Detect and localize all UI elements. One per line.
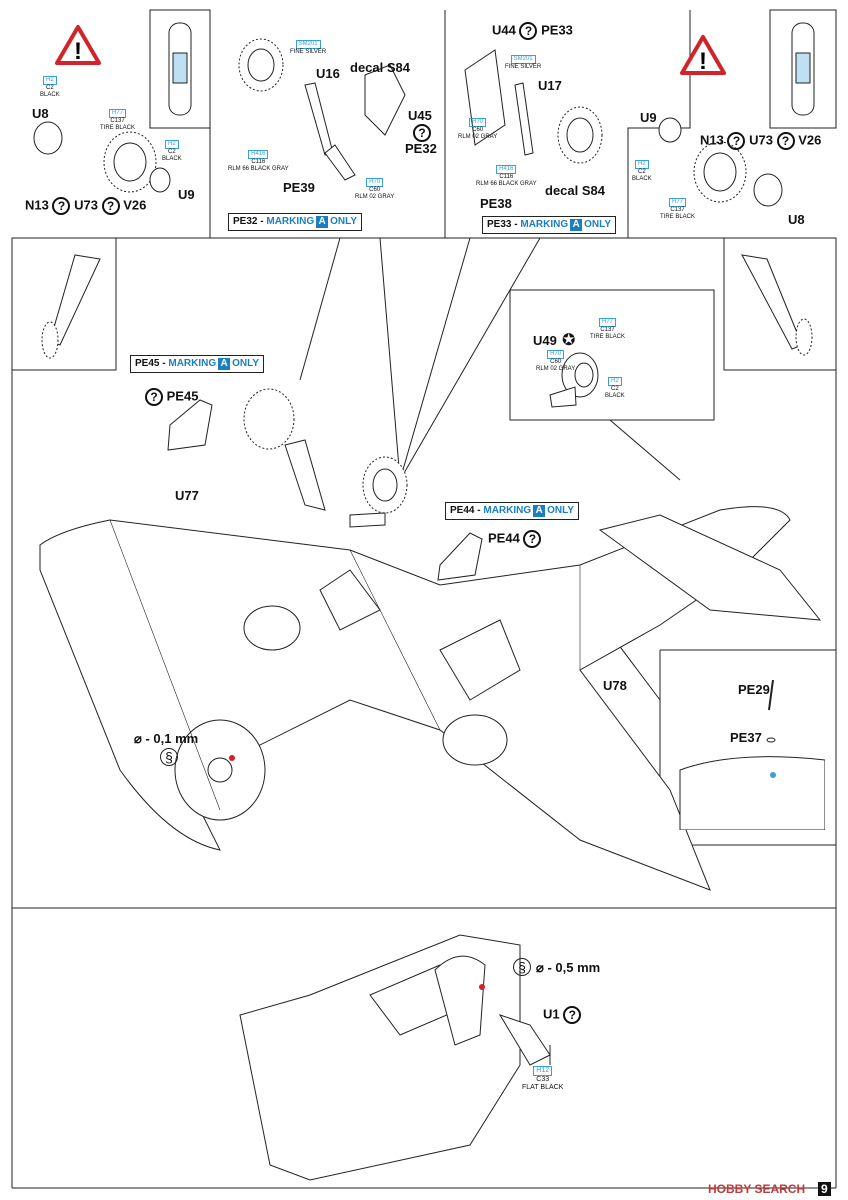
part-label: U17 — [538, 78, 562, 93]
part-label: N13 — [25, 197, 49, 213]
part-label: PE33 — [541, 22, 573, 38]
part-label: U1 — [543, 1006, 560, 1022]
gear-thumbnail-left — [41, 254, 101, 359]
part-label: PE32 — [405, 141, 437, 156]
part-label: U9 — [640, 110, 657, 125]
part-label: U8 — [788, 212, 805, 227]
question-mark-icon: ? — [101, 197, 120, 215]
aircraft-underside — [39, 506, 822, 891]
wheel-assembly-left — [33, 121, 171, 193]
part-label: PE39 — [283, 180, 315, 195]
part-label: decal S84 — [350, 60, 410, 75]
part-label-group: N13 ? U73 ? V26 — [700, 132, 821, 150]
part-label: U8 — [32, 106, 49, 121]
main-gear-right — [464, 49, 603, 164]
part-label: PE38 — [480, 196, 512, 211]
part-label-group: ? PE45 — [145, 388, 198, 406]
part-label-group: N13 ? U73 ? V26 — [25, 197, 146, 215]
part-label: U16 — [316, 66, 340, 81]
part-label: U49 — [533, 333, 557, 348]
main-gear-installed — [243, 388, 408, 528]
svg-text:!: ! — [699, 48, 707, 75]
part-label: U78 — [603, 678, 627, 693]
part-label: U73 — [74, 197, 98, 213]
cockpit-view — [239, 934, 551, 1181]
tail-wheel — [549, 352, 599, 408]
antenna-detail — [679, 680, 825, 830]
drill-icon: § — [513, 958, 531, 976]
question-mark-icon: ? — [52, 197, 71, 215]
part-label: U44 — [492, 22, 516, 38]
part-label: PE45 — [166, 388, 199, 404]
part-label: PE29 — [738, 682, 770, 697]
part-label: U45 — [408, 108, 432, 123]
pe44-plate — [437, 532, 483, 581]
watermark: HOBBY SEARCH — [708, 1182, 806, 1196]
svg-text:!: ! — [74, 38, 82, 65]
part-label: PE44 — [488, 530, 520, 546]
warning-icon: ! — [680, 35, 726, 75]
question-mark-icon: ? — [145, 388, 163, 406]
part-label: U73 — [749, 132, 773, 148]
part-label-group: PE44 ? — [488, 530, 542, 548]
part-label: PE37 — [730, 730, 762, 745]
part-label-group: U44 ? PE33 — [492, 22, 573, 40]
question-mark-icon: ? — [563, 1006, 582, 1024]
gear-thumbnail-right — [741, 254, 813, 356]
warning-icon: ! — [55, 25, 101, 65]
part-label-group: U1 ? — [543, 1006, 582, 1024]
tire-detail-icon — [168, 22, 192, 116]
tire-detail-icon — [791, 22, 815, 116]
part-label: U77 — [175, 488, 199, 503]
star-icon: ✪ — [562, 332, 576, 349]
wheel-assembly-right — [658, 117, 783, 207]
part-label: U9 — [178, 187, 195, 202]
question-mark-icon: ? — [519, 22, 538, 40]
main-gear-left — [238, 38, 406, 181]
question-mark-icon: ? — [727, 132, 746, 150]
question-mark-icon: ? — [523, 530, 542, 548]
part-label: V26 — [123, 197, 147, 213]
part-label: decal S84 — [545, 183, 605, 198]
drill-icon: § — [160, 748, 178, 766]
page-number: 9 — [818, 1182, 831, 1196]
part-label: N13 — [700, 132, 724, 148]
drill-label: ⌀ - 0,1 mm — [134, 731, 199, 746]
question-mark-icon: ? — [776, 132, 795, 150]
question-mark-icon: ? — [413, 124, 431, 142]
drill-label: ⌀ - 0,5 mm — [536, 960, 601, 975]
part-label: V26 — [798, 132, 822, 148]
pe45-plate — [167, 399, 213, 451]
